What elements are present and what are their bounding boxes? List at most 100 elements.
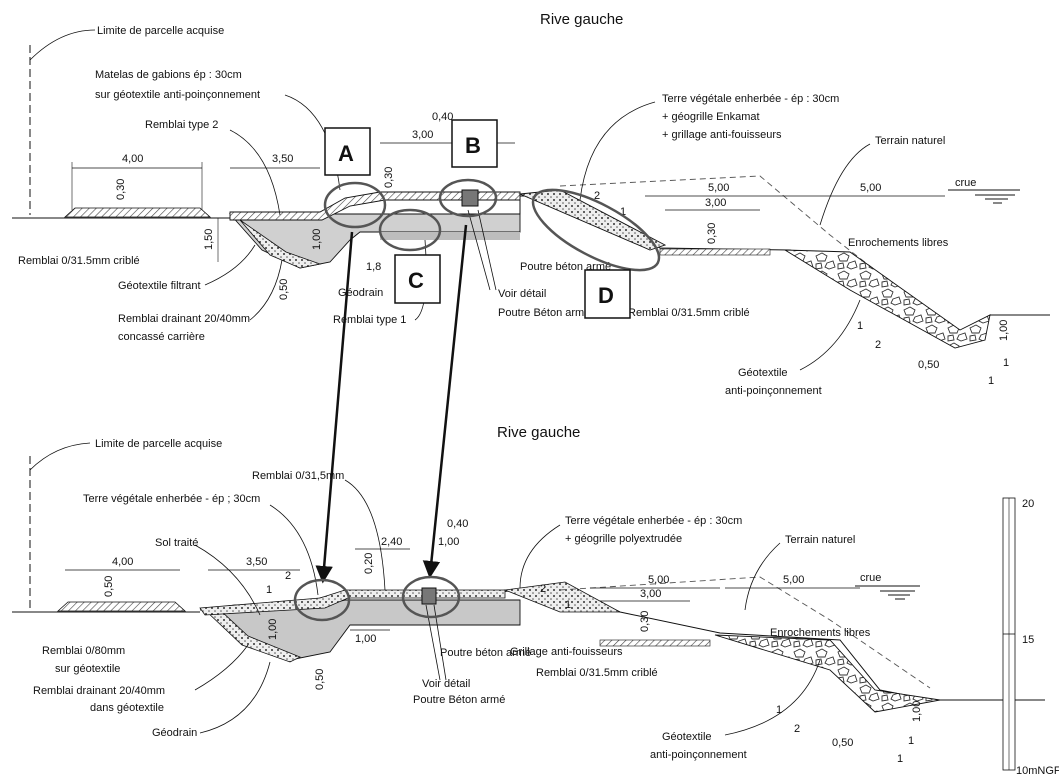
- scale-mid: 15: [1022, 634, 1034, 646]
- dim-b-050r: 0,50: [832, 737, 853, 749]
- dim-100r: 1,00: [998, 320, 1010, 341]
- dim-b-020: 0,20: [363, 553, 375, 574]
- dim-030a: 0,30: [115, 179, 127, 200]
- label-voir-2: Poutre Béton armé: [498, 307, 590, 319]
- label-crue-b: crue: [860, 572, 881, 584]
- label-limite-b: Limite de parcelle acquise: [95, 438, 222, 450]
- callout-a: A: [338, 141, 354, 166]
- dim-300b: 3,00: [705, 197, 726, 209]
- label-geotextile-filtrant: Géotextile filtrant: [118, 280, 201, 292]
- section-bottom: Rive gauche Limite de parcelle acquise c…: [12, 424, 1045, 765]
- dim-030c: 0,30: [706, 223, 718, 244]
- slope-s1: 1: [857, 320, 863, 332]
- dim-b-300: 3,00: [640, 588, 661, 600]
- slope-1: 1: [620, 206, 626, 218]
- arrow-b: [422, 224, 468, 579]
- label-geodrain: Géodrain: [338, 287, 383, 299]
- dim-150: 1,50: [203, 229, 215, 250]
- section-title-bottom: Rive gauche: [497, 424, 580, 441]
- label-enrochements-b: Enrochements libres: [770, 627, 871, 639]
- dim-b-050a: 0,50: [103, 576, 115, 597]
- label-remblai-080-1: Remblai 0/80mm: [42, 645, 125, 657]
- label-remblai-080-2: sur géotextile: [55, 663, 120, 675]
- dim-b-500a: 5,00: [648, 574, 669, 586]
- elevation-scale: 20 15 10mNGF: [1002, 497, 1059, 777]
- slope-s2: 2: [875, 339, 881, 351]
- label-sol: Sol traité: [155, 537, 198, 549]
- label-enrochements: Enrochements libres: [848, 237, 949, 249]
- label-geotextile-anti-1: Géotextile: [738, 367, 788, 379]
- dim-500b: 5,00: [860, 182, 881, 194]
- callout-c: C: [408, 268, 424, 293]
- slope-b-s1: 1: [776, 704, 782, 716]
- dim-b-040: 0,40: [447, 518, 468, 530]
- slope-b-1b: 1: [908, 735, 914, 747]
- label-matelas-1: Matelas de gabions ép : 30cm: [95, 69, 242, 81]
- slope-b-r1: 1: [565, 599, 571, 611]
- dim-18: 1,8: [366, 261, 381, 273]
- label-terre-3: + grillage anti-fouisseurs: [662, 129, 782, 141]
- dim-050r: 0,50: [918, 359, 939, 371]
- dim-300: 3,00: [412, 129, 433, 141]
- slope-2: 2: [594, 190, 600, 202]
- label-grillage: Grillage anti-fouisseurs: [510, 646, 623, 658]
- dim-400: 4,00: [122, 153, 143, 165]
- label-terre-left: Terre végétale enherbée - ép ; 30cm: [83, 493, 260, 505]
- label-remblai-cribl-b: Remblai 0/31.5mm criblé: [536, 667, 658, 679]
- dim-b-100r: 1,00: [911, 701, 923, 722]
- label-drainant-b-1: Remblai drainant 20/40mm: [33, 685, 165, 697]
- scale-top: 20: [1022, 498, 1034, 510]
- label-drainant-1: Remblai drainant 20/40mm: [118, 313, 250, 325]
- dim-b-100b: 1,00: [267, 619, 279, 640]
- label-terrain-b: Terrain naturel: [785, 534, 855, 546]
- dim-b-050b: 0,50: [314, 669, 326, 690]
- label-geotextile-anti-b-1: Géotextile: [662, 731, 712, 743]
- slope-b-s2: 2: [794, 723, 800, 735]
- dim-b-500b: 5,00: [783, 574, 804, 586]
- dim-500a: 5,00: [708, 182, 729, 194]
- slope-b-r2: 2: [540, 583, 546, 595]
- arrow-a: [315, 231, 354, 584]
- slope-1b: 1: [1003, 357, 1009, 369]
- label-voir-b-1: Voir détail: [422, 678, 470, 690]
- slope-b-l2: 2: [285, 570, 291, 582]
- dim-b-240: 2,40: [381, 536, 402, 548]
- label-voir-b-2: Poutre Béton armé: [413, 694, 505, 706]
- dim-b-350: 3,50: [246, 556, 267, 568]
- dim-050: 0,50: [278, 279, 290, 300]
- dim-030b: 0,30: [383, 167, 395, 188]
- dim-b-030: 0,30: [639, 611, 651, 632]
- slope-b-1c: 1: [897, 753, 903, 765]
- label-geodrain-b: Géodrain: [152, 727, 197, 739]
- callout-d: D: [598, 283, 614, 308]
- slope-1c: 1: [988, 375, 994, 387]
- label-remblai-0315: Remblai 0/31,5mm: [252, 470, 344, 482]
- label-drainant-b-2: dans géotextile: [90, 702, 164, 714]
- label-remblai-type1: Remblai type 1: [333, 314, 406, 326]
- dim-b-400: 4,00: [112, 556, 133, 568]
- label-remblai-type2: Remblai type 2: [145, 119, 218, 131]
- label-terre-2: + géogrille Enkamat: [662, 111, 760, 123]
- label-limite: Limite de parcelle acquise: [97, 25, 224, 37]
- callout-b: B: [465, 133, 481, 158]
- label-crue: crue: [955, 177, 976, 189]
- label-voir-1: Voir détail: [498, 288, 546, 300]
- label-poutre-b: Poutre béton armé: [440, 647, 531, 659]
- callout-boxes: A B C D: [324, 119, 631, 319]
- label-terre-b-1: Terre végétale enherbée - ép : 30cm: [565, 515, 742, 527]
- section-title: Rive gauche: [540, 11, 623, 28]
- dim-b-100a: 1,00: [438, 536, 459, 548]
- label-geotextile-anti-2: anti-poinçonnement: [725, 385, 822, 397]
- label-terre-b-2: + géogrille polyextrudée: [565, 533, 682, 545]
- label-terre-1: Terre végétale enherbée - ép : 30cm: [662, 93, 839, 105]
- dim-350: 3,50: [272, 153, 293, 165]
- dim-040: 0,40: [432, 111, 453, 123]
- label-drainant-2: concassé carrière: [118, 331, 205, 343]
- section-top: Rive gauche Limite de parcelle acquise: [12, 11, 1050, 397]
- label-terrain: Terrain naturel: [875, 135, 945, 147]
- slope-b-l1: 1: [266, 584, 272, 596]
- dim-b-100c: 1,00: [355, 633, 376, 645]
- scale-bottom: 10mNGF: [1016, 765, 1059, 777]
- label-geotextile-anti-b-2: anti-poinçonnement: [650, 749, 747, 761]
